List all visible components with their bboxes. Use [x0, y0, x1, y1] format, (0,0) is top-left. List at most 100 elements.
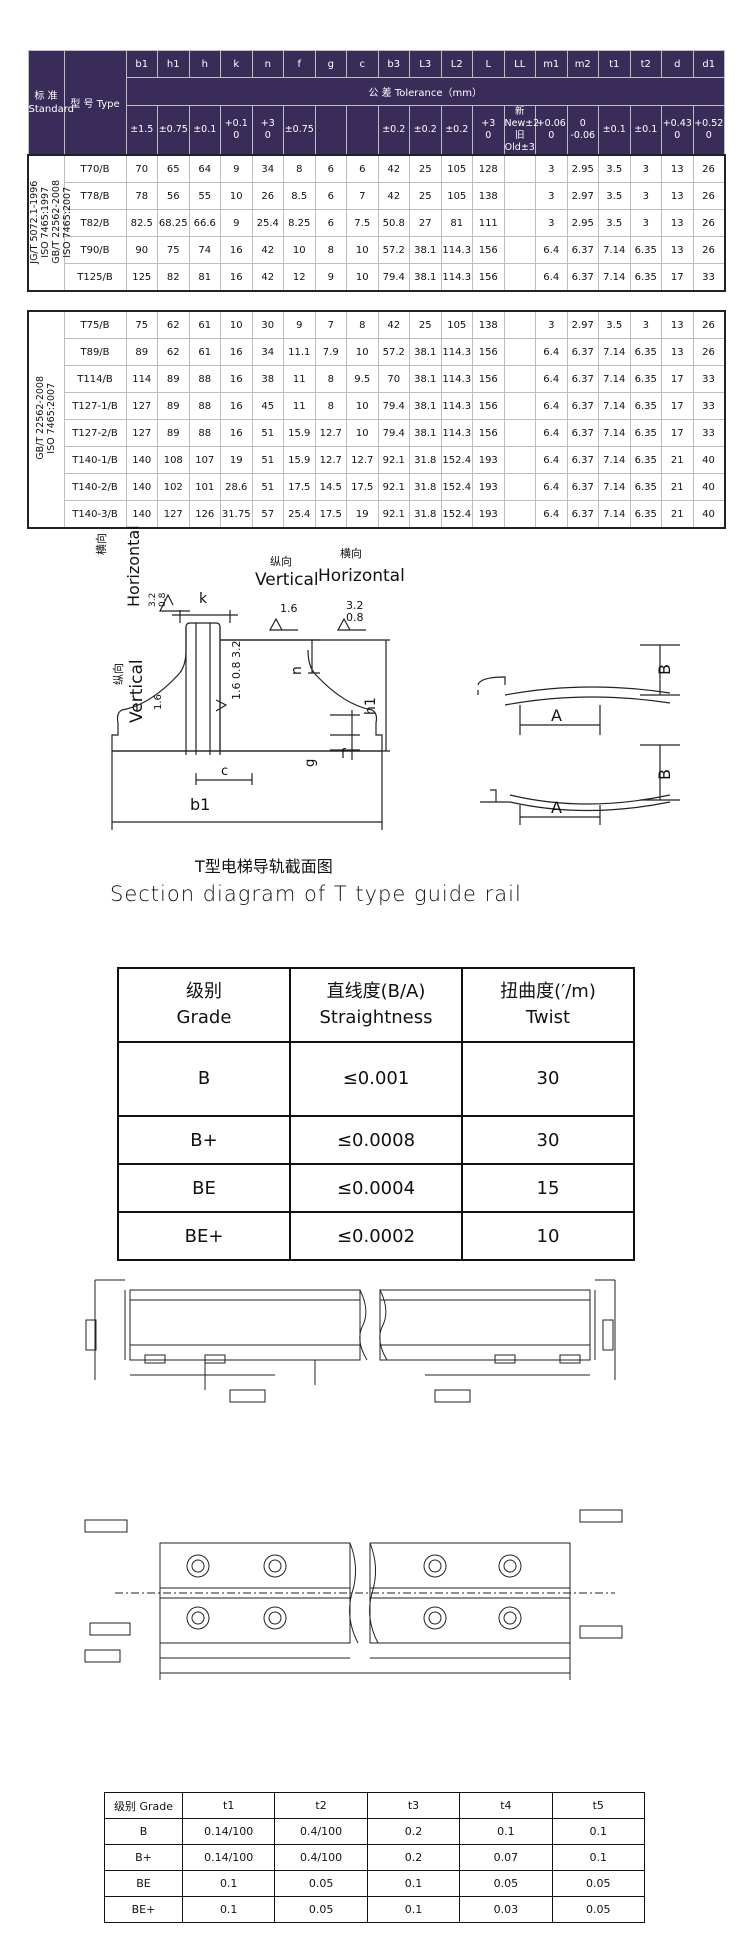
value-cell: 114.3: [440, 263, 473, 292]
grade-cell: ≤0.0008: [289, 1115, 463, 1165]
value-cell: 105: [440, 154, 473, 183]
value-cell: 7.14: [598, 236, 631, 264]
value-cell: 7.14: [598, 473, 631, 501]
value-cell: 26: [692, 338, 725, 366]
tol-cell: 0.2: [366, 1844, 461, 1871]
tolerance-title: 公 差 Tolerance（mm）: [125, 77, 725, 106]
value-cell: 8.5: [283, 182, 316, 210]
tol-header-cell: t4: [459, 1792, 553, 1819]
label-roughness-side: 1.6 0.8 3.2: [230, 641, 243, 700]
value-cell: 138: [472, 182, 505, 210]
value-cell: 193: [472, 500, 505, 529]
value-cell: 31.8: [409, 473, 442, 501]
value-cell: 3.5: [598, 182, 631, 210]
grade-cell: ≤0.001: [289, 1041, 463, 1117]
value-cell: 56: [157, 182, 190, 210]
col-header: h1: [157, 50, 190, 78]
value-cell: 42: [377, 154, 410, 183]
value-cell: 127: [125, 419, 158, 447]
grade-cell: 10: [461, 1211, 635, 1261]
col-header: m1: [535, 50, 568, 78]
value-cell: 66.6: [188, 209, 221, 237]
value-cell: 114.3: [440, 365, 473, 393]
value-cell: 6.4: [535, 236, 568, 264]
tolerance-cell: ±1.5: [125, 105, 158, 156]
value-cell: 6.35: [629, 392, 662, 420]
value-cell: 88: [188, 419, 221, 447]
grade-cell: 30: [461, 1041, 635, 1117]
type-cell: T140-2/B: [63, 473, 127, 501]
value-cell: 108: [157, 446, 190, 474]
col-header: g: [314, 50, 347, 78]
value-cell: 70: [125, 154, 158, 183]
value-cell: 127: [157, 500, 190, 529]
value-cell: 6.35: [629, 419, 662, 447]
value-cell: 25.4: [251, 209, 284, 237]
value-cell: 17: [661, 263, 694, 292]
value-cell: 14.5: [314, 473, 347, 501]
label-b1: b1: [190, 795, 210, 814]
tolerance-cell: ±0.2: [409, 105, 442, 156]
value-cell: 88: [188, 365, 221, 393]
value-cell: [503, 236, 536, 264]
value-cell: 125: [125, 263, 158, 292]
value-cell: 31.8: [409, 446, 442, 474]
value-cell: 7.14: [598, 500, 631, 529]
value-cell: 140: [125, 446, 158, 474]
value-cell: 6.35: [629, 236, 662, 264]
tol-cell: 0.05: [551, 1870, 645, 1897]
type-cell: T70/B: [63, 154, 127, 183]
col-header: d1: [692, 50, 725, 78]
value-cell: 156: [472, 392, 505, 420]
tolerance-cell: ±0.1: [629, 105, 662, 156]
value-cell: [503, 310, 536, 339]
tol-cell: 0.1: [366, 1870, 461, 1897]
value-cell: 156: [472, 236, 505, 264]
value-cell: 17: [661, 392, 694, 420]
tolerance-cell: +0.06 0: [535, 105, 568, 156]
value-cell: 6.37: [566, 338, 599, 366]
value-cell: 74: [188, 236, 221, 264]
value-cell: 92.1: [377, 446, 410, 474]
value-cell: 7.14: [598, 365, 631, 393]
value-cell: 6.37: [566, 392, 599, 420]
value-cell: 61: [188, 338, 221, 366]
value-cell: 75: [125, 310, 158, 339]
value-cell: 92.1: [377, 473, 410, 501]
value-cell: [503, 182, 536, 210]
col-header: b1: [125, 50, 158, 78]
type-cell: T127-1/B: [63, 392, 127, 420]
value-cell: 6.4: [535, 473, 568, 501]
value-cell: 26: [692, 154, 725, 183]
grade-cell: ≤0.0004: [289, 1163, 463, 1213]
value-cell: 8: [314, 392, 347, 420]
tol-cell: 0.14/100: [181, 1818, 276, 1845]
value-cell: 6.4: [535, 419, 568, 447]
value-cell: 7.14: [598, 419, 631, 447]
twist-header: 扭曲度(′/m)Twist: [461, 967, 635, 1043]
label-g: g: [303, 759, 318, 767]
tolerance-cell: +0.52 0: [692, 105, 725, 156]
value-cell: 8: [283, 154, 316, 183]
value-cell: 30: [251, 310, 284, 339]
value-cell: 6.4: [535, 500, 568, 529]
value-cell: 9: [314, 263, 347, 292]
value-cell: 7.14: [598, 338, 631, 366]
value-cell: 13: [661, 209, 694, 237]
tol-header-cell: 级别 Grade: [104, 1792, 183, 1819]
value-cell: 89: [157, 365, 190, 393]
value-cell: 111: [472, 209, 505, 237]
label-A-top: A: [551, 706, 562, 725]
rail-top-view: [84, 1509, 623, 1680]
grade-cell: B+: [117, 1115, 291, 1165]
value-cell: 40: [692, 446, 725, 474]
value-cell: 156: [472, 263, 505, 292]
value-cell: 19: [220, 446, 253, 474]
col-header: b3: [377, 50, 410, 78]
value-cell: 8: [346, 310, 379, 339]
